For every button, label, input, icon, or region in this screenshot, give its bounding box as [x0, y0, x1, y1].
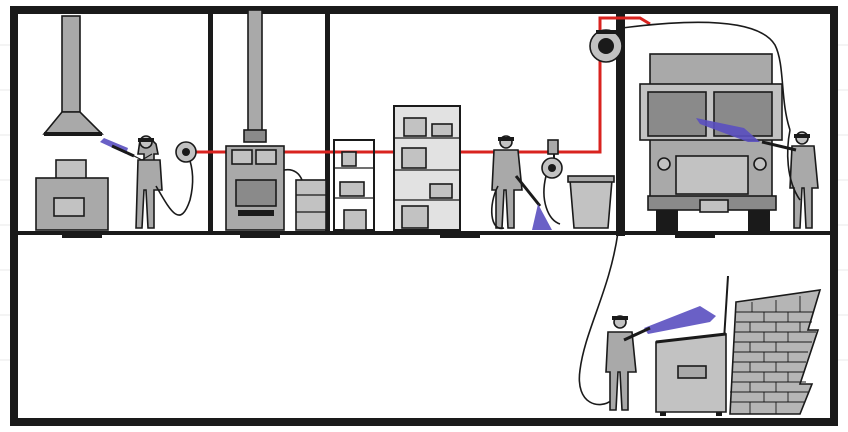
chimney-stack-icon: [243, 9, 267, 143]
fryer-unit-icon: [35, 159, 109, 231]
floor-drains: [62, 235, 715, 238]
truck-spray: [696, 118, 760, 142]
truck-front-icon: [639, 53, 783, 232]
worker-3-hose: [786, 129, 801, 201]
dumpster-icon: [655, 275, 729, 416]
background-grid: [0, 44, 848, 361]
worker-2-hose: [491, 185, 505, 229]
hose-reel-icon: [541, 139, 563, 179]
fryer-unit-icon: [225, 145, 285, 231]
fryer-hose: [283, 168, 303, 181]
floor-spray: [532, 204, 552, 230]
worker-1-hose: [155, 154, 194, 216]
exhaust-hood-icon: [42, 15, 104, 136]
shelving-rack-icon: [333, 139, 375, 231]
worker-with-pressure-washer-icon: [761, 131, 819, 229]
hose-reel-icon: [589, 29, 623, 63]
building-walls: [18, 14, 830, 236]
overhead-hose: [621, 21, 791, 131]
hose-reel-icon: [175, 141, 197, 163]
outer-frame: [10, 6, 838, 426]
worker-with-pressure-washer-icon: [111, 135, 163, 229]
water-supply-pipe: [196, 16, 651, 154]
worker-with-pressure-washer-icon: [491, 135, 542, 229]
reel-hose: [543, 175, 561, 225]
storage-box-icon: [295, 179, 327, 231]
shelving-rack-icon: [393, 105, 461, 231]
brick-wall-icon: [729, 289, 822, 415]
exterior-hose: [578, 231, 619, 406]
worker-with-pressure-washer-icon: [605, 315, 651, 411]
dumpster-spray: [644, 306, 716, 334]
waste-bin-icon: [567, 175, 615, 229]
